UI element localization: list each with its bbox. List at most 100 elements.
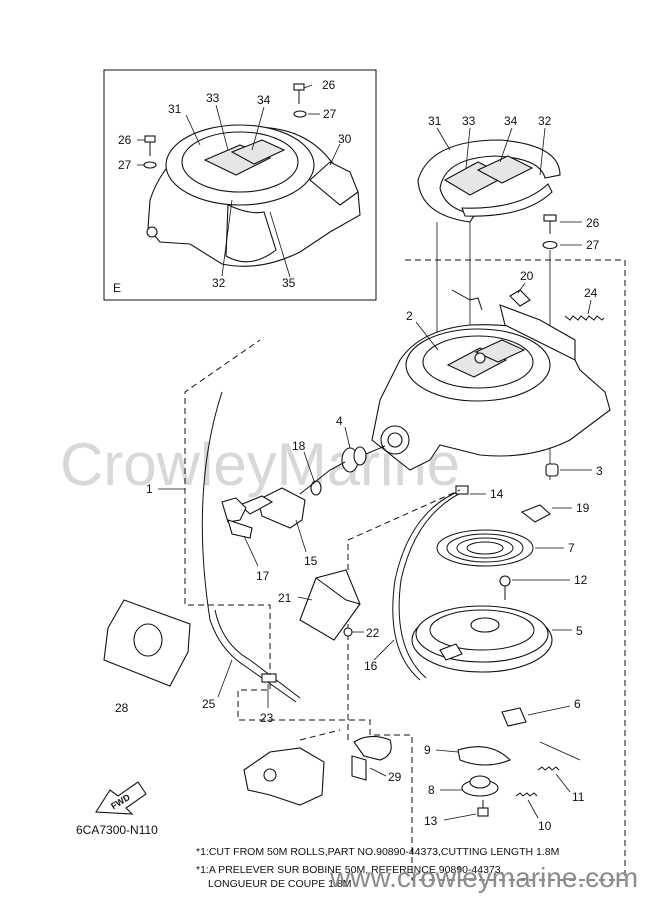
inset-decal-34 — [230, 139, 286, 165]
callout-11: 11 — [572, 790, 585, 804]
return-spring-24 — [564, 315, 605, 321]
callout-34: 34 — [504, 114, 518, 128]
handle-clip-17 — [221, 497, 253, 539]
decal-set — [417, 139, 561, 223]
decal-32 — [461, 183, 553, 217]
callout-5: 5 — [576, 624, 583, 638]
seal-18 — [310, 480, 322, 496]
spring-11 — [537, 766, 560, 771]
bolt-13 — [477, 800, 489, 817]
spring-10 — [515, 792, 538, 797]
callout-inset-35: 35 — [282, 276, 296, 290]
callout-2: 2 — [406, 309, 413, 323]
bolt-12 — [499, 575, 511, 600]
mount-guide — [299, 729, 341, 741]
inset-panel: E 31 33 34 26 27 26 27 30 32 35 — [103, 69, 377, 301]
start-cable-16 — [392, 489, 463, 681]
callout-6: 6 — [574, 697, 581, 711]
callout-inset-27b: 27 — [118, 158, 132, 172]
drawing-code: 6CA7300-N110 — [76, 823, 158, 837]
cable-25-outer — [214, 609, 301, 699]
callout-19: 19 — [576, 501, 590, 515]
callout-15: 15 — [304, 554, 318, 568]
note-line-3: LONGUEUR DE COUPE 1.8M — [208, 878, 352, 890]
callout-inset-26b: 26 — [118, 133, 132, 147]
pawl-guide-6 — [501, 707, 527, 727]
bolt-26 — [543, 214, 557, 234]
rope-reel-5 — [411, 605, 553, 673]
inset-washer-27a — [293, 110, 307, 118]
plate-28 — [103, 599, 191, 687]
pawl-19 — [520, 504, 551, 523]
inset-rope-guide — [225, 204, 277, 263]
inset-washer-27b — [143, 161, 157, 169]
callout-29: 29 — [388, 770, 402, 784]
assembly-boundary — [184, 259, 626, 881]
callout-16: 16 — [364, 659, 378, 673]
callout-inset-26a: 26 — [322, 78, 336, 92]
cable-bracket-21 — [299, 569, 361, 641]
pawl-lever-20 — [509, 289, 531, 307]
inset-bolt-hole — [146, 226, 158, 238]
callout-31: 31 — [428, 114, 442, 128]
bracket-21-edge — [315, 577, 361, 605]
housing-decal-b — [474, 339, 526, 363]
starter-rope-segment — [299, 461, 346, 495]
inset-cover-30 — [309, 161, 359, 206]
screw-22 — [343, 627, 353, 637]
inset-border — [103, 69, 377, 301]
callout-7: 7 — [568, 541, 575, 555]
callout-18: 18 — [292, 439, 306, 453]
callout-inset-30: 30 — [338, 132, 352, 146]
callout-22: 22 — [366, 626, 380, 640]
spring-holder-8 — [461, 775, 499, 797]
washer-27 — [542, 240, 558, 250]
callout-inset-31: 31 — [168, 102, 182, 116]
housing-center-boss — [474, 352, 486, 364]
callout-inset-27a: 27 — [323, 107, 337, 121]
callout-27: 27 — [586, 238, 600, 252]
friction-plate-9 — [457, 746, 511, 766]
cable-25 — [209, 619, 297, 703]
callout-4: 4 — [336, 414, 343, 428]
decal-31-ring — [417, 139, 561, 223]
inset-view-letter: E — [113, 281, 121, 295]
watermark-url: www.crowleymarine.com — [329, 862, 638, 893]
mount-bracket — [243, 747, 325, 806]
adjust-bolt-23 — [261, 673, 277, 683]
decal-34 — [476, 155, 534, 184]
callout-13: 13 — [424, 814, 438, 828]
callout-32: 32 — [538, 114, 552, 128]
callout-23: 23 — [260, 711, 274, 725]
mount-bracket-hole — [263, 768, 277, 782]
callout-28: 28 — [115, 701, 129, 715]
starter-handle-15 — [238, 487, 306, 529]
cable-routing-guide — [347, 489, 461, 740]
fwd-arrow-icon: FWD — [95, 781, 147, 815]
callout-8: 8 — [428, 783, 435, 797]
callout-25: 25 — [202, 697, 216, 711]
callout-24: 24 — [584, 286, 598, 300]
callout-12: 12 — [574, 573, 588, 587]
housing-outlet-hole — [387, 432, 403, 448]
callout-inset-33: 33 — [206, 91, 220, 105]
recoil-spring-7 — [436, 529, 534, 567]
note-line-2: *1:A PRELEVER SUR BOBINE 50M, REFERENCE … — [196, 864, 504, 876]
callout-inset-32: 32 — [212, 276, 226, 290]
start-cable-16-outer — [398, 489, 468, 679]
callout-inset-34: 34 — [257, 93, 271, 107]
note-line-1: *1:CUT FROM 50M ROLLS,PART NO.90890-4437… — [196, 846, 559, 858]
callout-1: 1 — [146, 482, 153, 496]
callout-3: 3 — [596, 464, 603, 478]
callout-9: 9 — [424, 743, 431, 757]
collar-3 — [545, 463, 559, 477]
spring-11-guide — [539, 741, 581, 761]
cable-end-hook — [451, 289, 483, 311]
callout-33: 33 — [462, 114, 476, 128]
callout-20: 20 — [520, 269, 534, 283]
callout-10: 10 — [538, 819, 552, 833]
cable-clip-14 — [455, 485, 469, 495]
callout-21: 21 — [278, 591, 292, 605]
